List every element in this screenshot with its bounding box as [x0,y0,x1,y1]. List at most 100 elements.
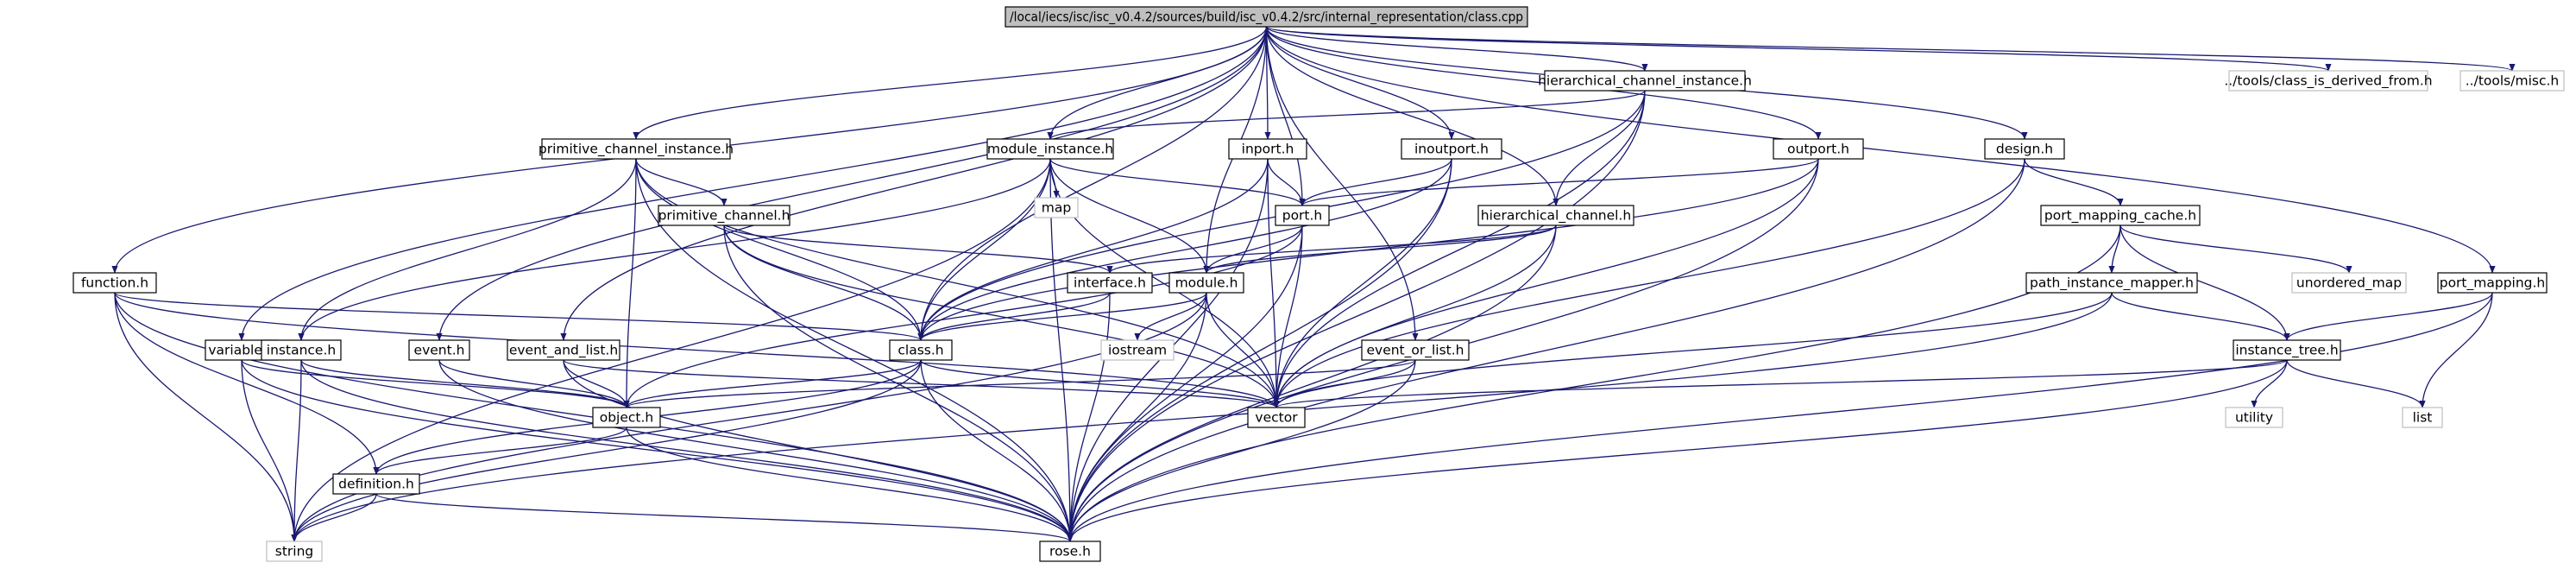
node-label: event.h [414,343,465,358]
node-variable[interactable]: variable.h [205,339,279,361]
node-class-is-derived-from[interactable]: ../tools/class_is_derived_from.h [2224,70,2433,92]
node-box [2233,339,2341,361]
node-label: /local/iecs/isc/isc_v0.4.2/sources/build… [1010,9,1523,26]
edge-function-to-vector [114,292,1280,408]
edge-root-to-port [1265,26,1306,206]
node-event-or-list[interactable]: event_or_list.h [1361,339,1470,361]
node-label: design.h [1996,142,2053,157]
node-hierarchical-channel[interactable]: hierarchical_channel.h [1477,205,1634,226]
edge-module-to-vector [1206,292,1280,408]
node-port-mapping[interactable]: port_mapping.h [2437,272,2548,294]
node-box [1544,70,1746,92]
node-interface[interactable]: interface.h [1067,272,1153,294]
node-iostream[interactable]: iostream [1100,339,1175,361]
node-label: path_instance_mapper.h [2030,275,2194,292]
node-primitive-channel-instance[interactable]: primitive_channel_instance.h [539,138,734,160]
node-instance[interactable]: instance.h [261,339,342,361]
edge-function-to-definition [114,292,380,475]
edge-inoutport-to-rose [1067,158,1452,542]
node-label: instance.h [267,343,336,358]
node-port[interactable]: port.h [1275,205,1330,226]
node-inport[interactable]: inport.h [1228,138,1307,160]
node-label: definition.h [338,477,414,492]
node-instance-tree[interactable]: instance_tree.h [2233,339,2341,361]
edge-hierarchical-channel-instance-to-vector [1273,90,1646,408]
node-misc[interactable]: ../tools/misc.h [2459,70,2565,92]
node-box [507,339,620,361]
node-box [266,541,323,562]
node-box [1005,6,1528,28]
node-event-and-list[interactable]: event_and_list.h [507,339,620,361]
edge-hierarchical-channel-to-interface [1106,224,1557,274]
edge-design-to-rose [1067,158,2025,542]
node-box [1228,138,1307,160]
node-label: ../tools/class_is_derived_from.h [2224,73,2432,90]
node-outport[interactable]: outport.h [1773,138,1864,160]
node-box [1067,272,1153,294]
edge-outport-to-vector [1273,158,1819,408]
edge-instance-tree-to-list [2286,359,2426,408]
edge-root-to-hierarchical-channel [1265,26,1559,206]
node-hierarchical-channel-instance[interactable]: hierarchical_channel_instance.h [1538,70,1752,92]
node-label: outport.h [1787,142,1849,157]
node-port-mapping-cache[interactable]: port_mapping_cache.h [2040,205,2201,226]
node-rose[interactable]: rose.h [1039,541,1101,562]
node-box [2402,407,2443,428]
edge-instance-to-rose [300,359,1074,542]
edge-port-to-module [1203,224,1303,274]
edge-event-and-list-to-vector [563,359,1280,408]
node-box [1984,138,2065,160]
edge-primitive-channel-to-interface [723,224,1113,274]
edge-path-instance-mapper-to-vector [1273,292,2113,408]
edge-module-to-iostream [1134,292,1207,341]
node-label: module_instance.h [987,142,1113,158]
node-root[interactable]: /local/iecs/isc/isc_v0.4.2/sources/build… [1005,6,1528,28]
node-unordered-map[interactable]: unordered_map [2291,272,2407,294]
edge-port-mapping-cache-to-unordered-map [2119,224,2352,274]
edge-object-to-rose [626,427,1074,542]
node-path-instance-mapper[interactable]: path_instance_mapper.h [2025,272,2198,294]
node-event[interactable]: event.h [408,339,470,361]
edge-primitive-channel-instance-to-object [623,158,637,408]
node-label: string [275,544,314,560]
edge-port-mapping-to-rose [1067,292,2493,542]
node-vector[interactable]: vector [1247,407,1306,428]
node-map[interactable]: map [1034,197,1079,218]
node-label: rose.h [1049,544,1091,560]
edge-module-to-string [291,292,1207,542]
node-label: port_mapping_cache.h [2044,208,2196,224]
edge-root-to-class [917,26,1268,341]
edge-class-to-object [623,359,922,408]
node-box [2040,205,2201,226]
edge-root-to-outport [1265,26,1822,140]
node-box [408,339,470,361]
node-label: class.h [898,343,943,358]
node-label: instance_tree.h [2235,343,2338,359]
node-list[interactable]: list [2402,407,2443,428]
node-box [658,205,790,226]
node-box [2228,70,2428,92]
node-object[interactable]: object.h [592,407,661,428]
edge-hierarchical-channel-to-vector [1273,224,1557,408]
edge-event-or-list-to-rose [1067,359,1416,542]
node-inoutport[interactable]: inoutport.h [1401,138,1502,160]
edge-definition-to-string [291,493,377,542]
node-utility[interactable]: utility [2225,407,2283,428]
node-function[interactable]: function.h [72,272,157,294]
node-box [261,339,342,361]
node-module[interactable]: module.h [1168,272,1244,294]
node-box [332,473,420,495]
node-class[interactable]: class.h [889,339,953,361]
node-design[interactable]: design.h [1984,138,2065,160]
node-primitive-channel[interactable]: primitive_channel.h [658,205,790,226]
node-label: list [2413,410,2433,426]
node-definition[interactable]: definition.h [332,473,420,495]
edge-object-to-definition [373,427,627,475]
node-module-instance[interactable]: module_instance.h [986,138,1114,160]
node-string[interactable]: string [266,541,323,562]
edge-module-instance-to-instance [298,158,1051,341]
edge-primitive-channel-instance-to-rose [635,158,1074,542]
edge-hierarchical-channel-instance-to-rose [1067,90,1646,542]
edge-root-to-inoutport [1265,26,1455,140]
